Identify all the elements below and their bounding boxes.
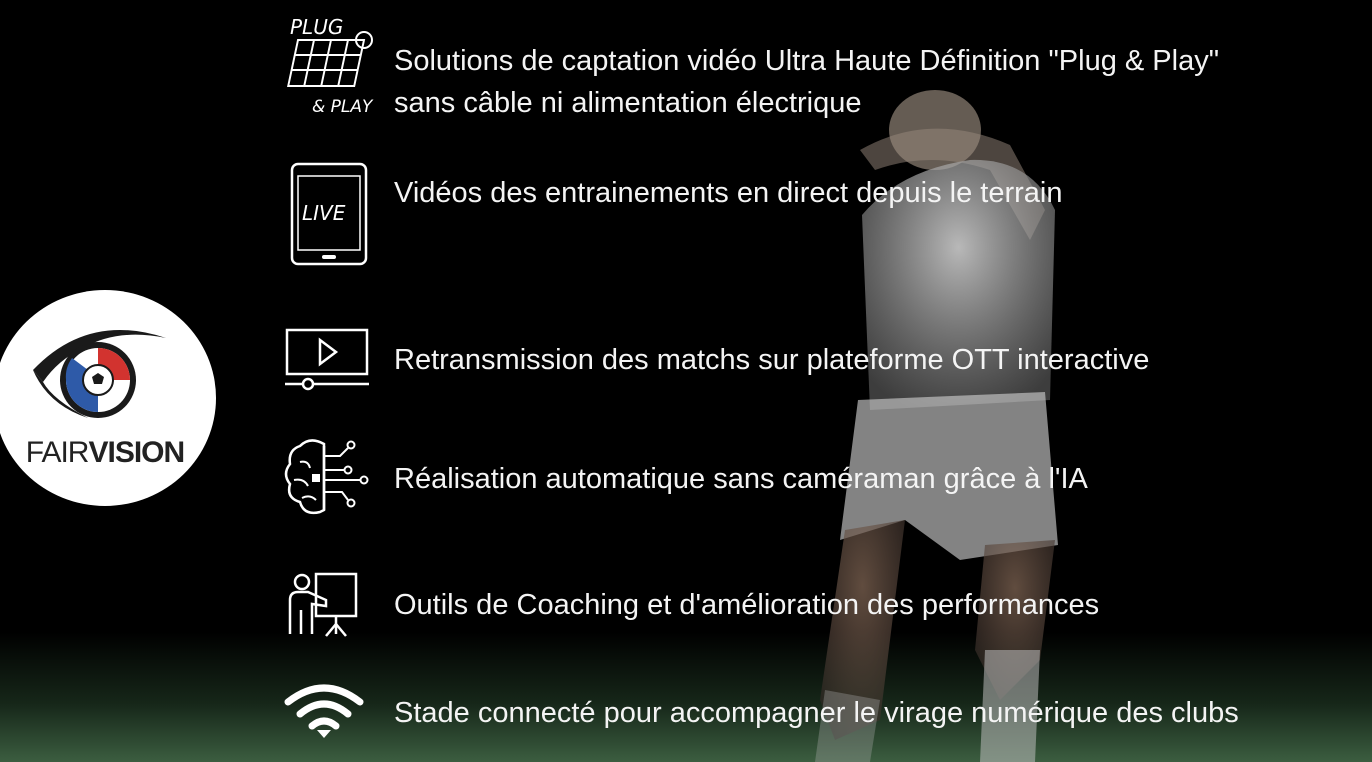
solar-panel-icon: PLUG & PLAY: [287, 15, 374, 117]
pitch-grass: [0, 632, 1372, 762]
feature-3-line-1: Retransmission des matchs sur plateforme…: [394, 344, 1150, 376]
ai-brain-icon: [284, 439, 369, 515]
feature-4-line-1: Réalisation automatique sans caméraman g…: [394, 463, 1088, 495]
feature-1-line-1: Solutions de captation vidéo Ultra Haute…: [394, 45, 1219, 77]
play-label: & PLAY: [312, 97, 374, 117]
fairvision-logo: FAIRVISION: [0, 290, 216, 506]
tablet-live-icon: LIVE: [290, 162, 368, 266]
feature-5-line-1: Outils de Coaching et d'amélioration des…: [394, 589, 1100, 621]
live-label: LIVE: [302, 201, 346, 225]
plug-label: PLUG: [290, 15, 343, 39]
feature-1-line-2: sans câble ni alimentation électrique: [394, 87, 862, 119]
camera-eye-icon: [33, 329, 166, 418]
feature-2-line-1: Vidéos des entrainements en direct depui…: [394, 177, 1063, 209]
feature-6-line-1: Stade connecté pour accompagner le virag…: [394, 697, 1239, 729]
coach-board-icon: [288, 572, 358, 637]
logo-text-fair: FAIR: [25, 436, 90, 469]
logo-wordmark: FAIRVISION: [0, 436, 216, 470]
logo-text-vision: VISION: [88, 436, 185, 469]
video-player-icon: [285, 328, 369, 391]
wifi-icon: [284, 684, 364, 738]
